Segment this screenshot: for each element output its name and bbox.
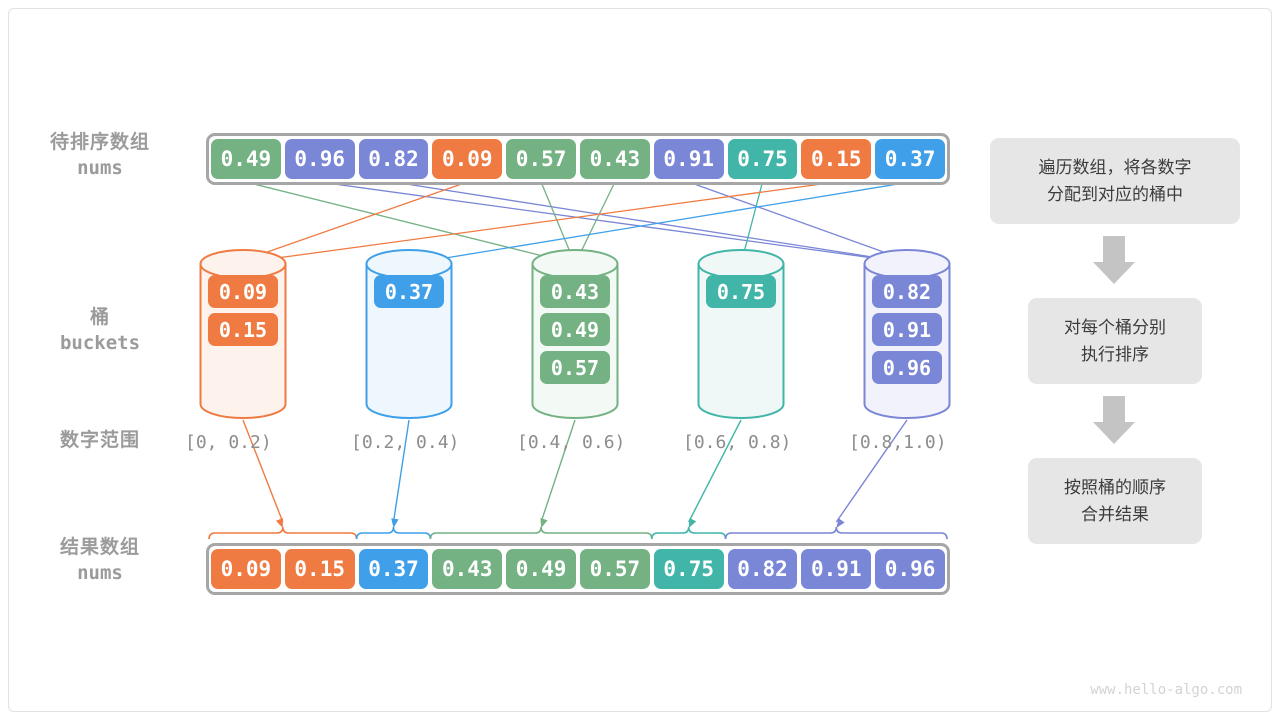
bucket-item[interactable]: 0.37 <box>374 275 444 308</box>
bucket-item[interactable]: 0.75 <box>706 275 776 308</box>
bucket-items: 0.82 0.91 0.96 <box>872 275 942 389</box>
bucket-item[interactable]: 0.49 <box>540 313 610 346</box>
input-array-cell[interactable]: 0.57 <box>506 139 576 179</box>
bucket[interactable]: 0.43 0.49 0.57 <box>531 248 619 420</box>
bucket-range-label: [0, 0.2) <box>185 432 272 453</box>
annotation-line: 分配到对应的桶中 <box>1047 185 1183 204</box>
annotation-box: 按照桶的顺序合并结果 <box>1028 458 1202 544</box>
result-array-cell[interactable]: 0.96 <box>875 549 945 589</box>
bucket-range-label: [0.4, 0.6) <box>517 432 626 453</box>
result-array-cell[interactable]: 0.75 <box>653 549 724 589</box>
input-array-cell[interactable]: 0.82 <box>358 139 429 179</box>
result-array-cell[interactable]: 0.43 <box>432 549 503 589</box>
bucket-item[interactable]: 0.96 <box>872 351 942 384</box>
label-result-array-cn: 结果数组 <box>59 537 140 558</box>
bucket-item[interactable]: 0.57 <box>540 351 610 384</box>
bucket-range-label: [0.6, 0.8) <box>683 432 792 453</box>
result-array-cell[interactable]: 0.49 <box>506 549 576 589</box>
bucket-item[interactable]: 0.82 <box>872 275 942 308</box>
label-number-range-cn: 数字范围 <box>59 430 140 451</box>
bucket[interactable]: 0.82 0.91 0.96 <box>863 248 951 420</box>
bucket[interactable]: 0.75 <box>697 248 785 420</box>
input-array-cell[interactable]: 0.09 <box>432 139 503 179</box>
input-array-cell[interactable]: 0.96 <box>284 139 355 179</box>
input-array-cell[interactable]: 0.43 <box>580 139 650 179</box>
bucket-items: 0.37 <box>374 275 444 313</box>
label-result-array-mono: nums <box>77 561 123 584</box>
result-array-cell[interactable]: 0.37 <box>358 549 429 589</box>
annotation-line: 按照桶的顺序 <box>1064 477 1166 497</box>
annotation-line: 遍历数组，将各数字 <box>1038 157 1192 177</box>
label-input-array-mono: nums <box>77 156 123 179</box>
bucket[interactable]: 0.09 0.15 <box>199 248 287 420</box>
watermark: www.hello-algo.com <box>1090 682 1242 698</box>
input-array-cell[interactable]: 0.91 <box>653 139 724 179</box>
annotation-line: 对每个桶分别 <box>1064 317 1166 337</box>
bucket-cylinder-shape <box>697 249 785 419</box>
bucket[interactable]: 0.37 <box>365 248 453 420</box>
bucket-items: 0.75 <box>706 275 776 313</box>
input-array-cell[interactable]: 0.37 <box>875 139 945 179</box>
label-buckets: 桶 buckets <box>20 305 180 356</box>
bucket-cylinder-shape <box>365 249 453 419</box>
input-array-cell[interactable]: 0.49 <box>211 139 281 179</box>
bucket-items: 0.43 0.49 0.57 <box>540 275 610 389</box>
result-array-cell[interactable]: 0.15 <box>284 549 355 589</box>
bucket-item[interactable]: 0.91 <box>872 313 942 346</box>
result-array-cell[interactable]: 0.57 <box>580 549 650 589</box>
input-array-cell[interactable]: 0.75 <box>727 139 798 179</box>
canvas-border <box>8 8 1272 712</box>
result-array-cell[interactable]: 0.09 <box>211 549 281 589</box>
annotation-box: 遍历数组，将各数字分配到对应的桶中 <box>990 138 1240 224</box>
label-number-range: 数字范围 <box>20 428 180 454</box>
label-input-array-cn: 待排序数组 <box>49 132 150 153</box>
bucket-items: 0.09 0.15 <box>208 275 278 351</box>
label-buckets-cn: 桶 <box>89 307 110 328</box>
bucket-range-label: [0.8,1.0) <box>849 432 947 453</box>
annotation-line: 执行排序 <box>1081 345 1149 364</box>
label-result-array: 结果数组 nums <box>20 535 180 586</box>
annotation-line: 合并结果 <box>1081 505 1149 524</box>
label-input-array: 待排序数组 nums <box>20 130 180 181</box>
result-array-cell[interactable]: 0.82 <box>727 549 798 589</box>
annotation-box: 对每个桶分别执行排序 <box>1028 298 1202 384</box>
label-buckets-mono: buckets <box>59 331 141 354</box>
bucket-range-label: [0.2, 0.4) <box>351 432 460 453</box>
input-array-cell[interactable]: 0.15 <box>801 139 872 179</box>
bucket-item[interactable]: 0.43 <box>540 275 610 308</box>
bucket-item[interactable]: 0.15 <box>208 313 278 346</box>
bucket-item[interactable]: 0.09 <box>208 275 278 308</box>
result-array-cell[interactable]: 0.91 <box>801 549 872 589</box>
